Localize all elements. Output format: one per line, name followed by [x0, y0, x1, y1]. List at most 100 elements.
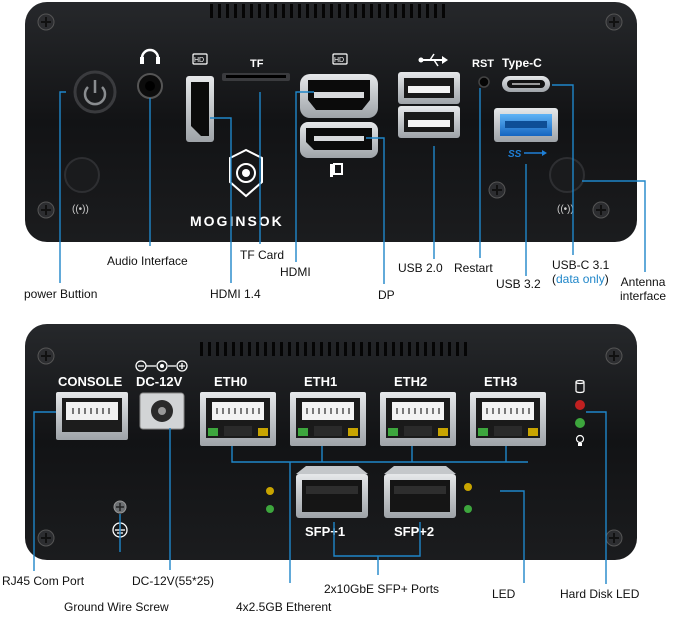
eth-label-0: ETH0: [214, 374, 247, 389]
hdmi-port[interactable]: [300, 74, 378, 118]
top-screw-tr: [605, 13, 623, 31]
top-screw-br: [592, 201, 610, 219]
power-icon: [83, 80, 107, 106]
callout-usbc: USB-C 3.1 (data only): [552, 258, 609, 286]
top-callout-lines: [59, 84, 646, 284]
bottom-screw-br: [605, 529, 623, 547]
callout-rj45: RJ45 Com Port: [2, 574, 85, 588]
callout-dp: DP: [378, 288, 395, 302]
wifi-icon-left: ((•)): [72, 204, 89, 215]
console-port[interactable]: [56, 392, 128, 440]
antenna-left: [64, 157, 100, 193]
usb20-port-bottom[interactable]: [398, 106, 460, 138]
line-rj45: [33, 411, 56, 571]
callout-hdmi14: HDMI 1.4: [210, 287, 261, 301]
ss-usb-icon: SS: [508, 149, 547, 160]
disk-icon: [575, 379, 585, 394]
eth-label-1: ETH1: [304, 374, 337, 389]
eth-label-2: ETH2: [394, 374, 427, 389]
sfp1-label: SFP+1: [305, 524, 345, 539]
tf-label: TF: [250, 58, 264, 70]
callout-hdmi: HDMI: [280, 265, 311, 279]
hdd-led: [575, 400, 585, 410]
callout-antenna-line2: interface: [620, 289, 667, 303]
callout-tf-card: TF Card: [240, 248, 285, 262]
headphone-icon: [140, 48, 160, 64]
bulb-icon: [575, 434, 585, 446]
bottom-screw-bl: [37, 529, 55, 547]
audio-jack[interactable]: [137, 73, 163, 99]
usbc-port[interactable]: [502, 76, 550, 92]
line-hdmi14: [210, 117, 232, 283]
ethernet-ports: ETH0 ETH1 ETH2 ETH3: [200, 374, 546, 446]
callout-sfp: 2x10GbE SFP+ Ports: [324, 582, 440, 596]
brand-text: MOGINSOK: [190, 213, 284, 229]
svg-text:HD: HD: [194, 57, 204, 64]
top-screw-bl: [37, 201, 55, 219]
reset-button[interactable]: [478, 76, 490, 88]
callout-usb20: USB 2.0: [398, 261, 443, 275]
hdmi14-port[interactable]: [186, 76, 214, 142]
sfp-led-left: [266, 487, 274, 513]
callout-antenna-line1: Antenna: [620, 275, 666, 289]
dp-port[interactable]: [300, 122, 378, 158]
line-hdd: [586, 411, 607, 584]
svg-text:SS: SS: [508, 149, 522, 160]
power-led: [575, 418, 585, 428]
hdmi14-hd-badge: HD: [192, 53, 208, 65]
callout-eth: 4x2.5GB Etherent: [236, 600, 332, 614]
sfp-port-1[interactable]: [296, 466, 368, 518]
top-screw-tl: [37, 13, 55, 31]
dc-jack[interactable]: [139, 392, 185, 430]
rst-label: RST: [472, 58, 494, 70]
antenna-right: [549, 157, 585, 193]
callout-audio: Audio Interface: [107, 254, 188, 268]
callout-dc: DC-12V(55*25): [132, 574, 215, 588]
callout-restart: Restart: [454, 261, 493, 275]
eth-port-1[interactable]: [290, 392, 366, 446]
sfp2-label: SFP+2: [394, 524, 434, 539]
callout-usb32: USB 3.2: [496, 277, 541, 291]
eth-port-0[interactable]: [200, 392, 276, 446]
dc-label: DC-12V: [136, 374, 183, 389]
wifi-icon-right: ((•)): [557, 204, 574, 215]
eth-port-2[interactable]: [380, 392, 456, 446]
svg-text:((•)): ((•)): [557, 204, 574, 215]
line-dp: [366, 137, 385, 284]
tf-slot[interactable]: [222, 73, 290, 81]
callout-power: power Buttion: [24, 287, 98, 301]
callout-usbc-line2: (data only): [552, 272, 609, 286]
ground-screw: [113, 500, 127, 514]
eth-port-3[interactable]: [470, 392, 546, 446]
bottom-panel: CONSOLE DC-12V ETH0 ETH1 ETH2 ETH3: [25, 324, 637, 560]
line-hdmi: [295, 91, 314, 262]
hdmi-hd-badge: HD: [332, 53, 348, 65]
usb32-port[interactable]: [494, 108, 558, 142]
eth-label-3: ETH3: [484, 374, 517, 389]
usb20-port-top[interactable]: [398, 72, 460, 104]
dp-icon: [330, 163, 343, 177]
sfp-led-right: [464, 483, 472, 513]
line-power: [59, 91, 66, 283]
svg-text:((•)): ((•)): [72, 204, 89, 215]
console-label: CONSOLE: [58, 374, 123, 389]
callout-ground: Ground Wire Screw: [64, 600, 169, 614]
line-eth-drops: [321, 446, 507, 462]
brand-logo: [229, 148, 263, 198]
usb-symbol-icon: [418, 53, 448, 67]
line-antenna: [582, 180, 646, 272]
power-button[interactable]: [73, 70, 117, 114]
sfp-port-2[interactable]: [384, 466, 456, 518]
top-screw-mid: [488, 181, 506, 199]
bottom-vents: [200, 342, 467, 356]
bottom-callout-lines: [33, 411, 607, 584]
svg-text:HD: HD: [334, 57, 344, 64]
line-eth-bar: [231, 446, 528, 463]
callout-hdd: Hard Disk LED: [560, 587, 640, 601]
callout-usbc-line1: USB-C 3.1: [552, 258, 610, 272]
bottom-screw-tl: [37, 347, 55, 365]
line-led: [500, 490, 525, 583]
callout-usbc-data-only: data only: [556, 272, 605, 286]
bottom-screw-tr: [605, 347, 623, 365]
